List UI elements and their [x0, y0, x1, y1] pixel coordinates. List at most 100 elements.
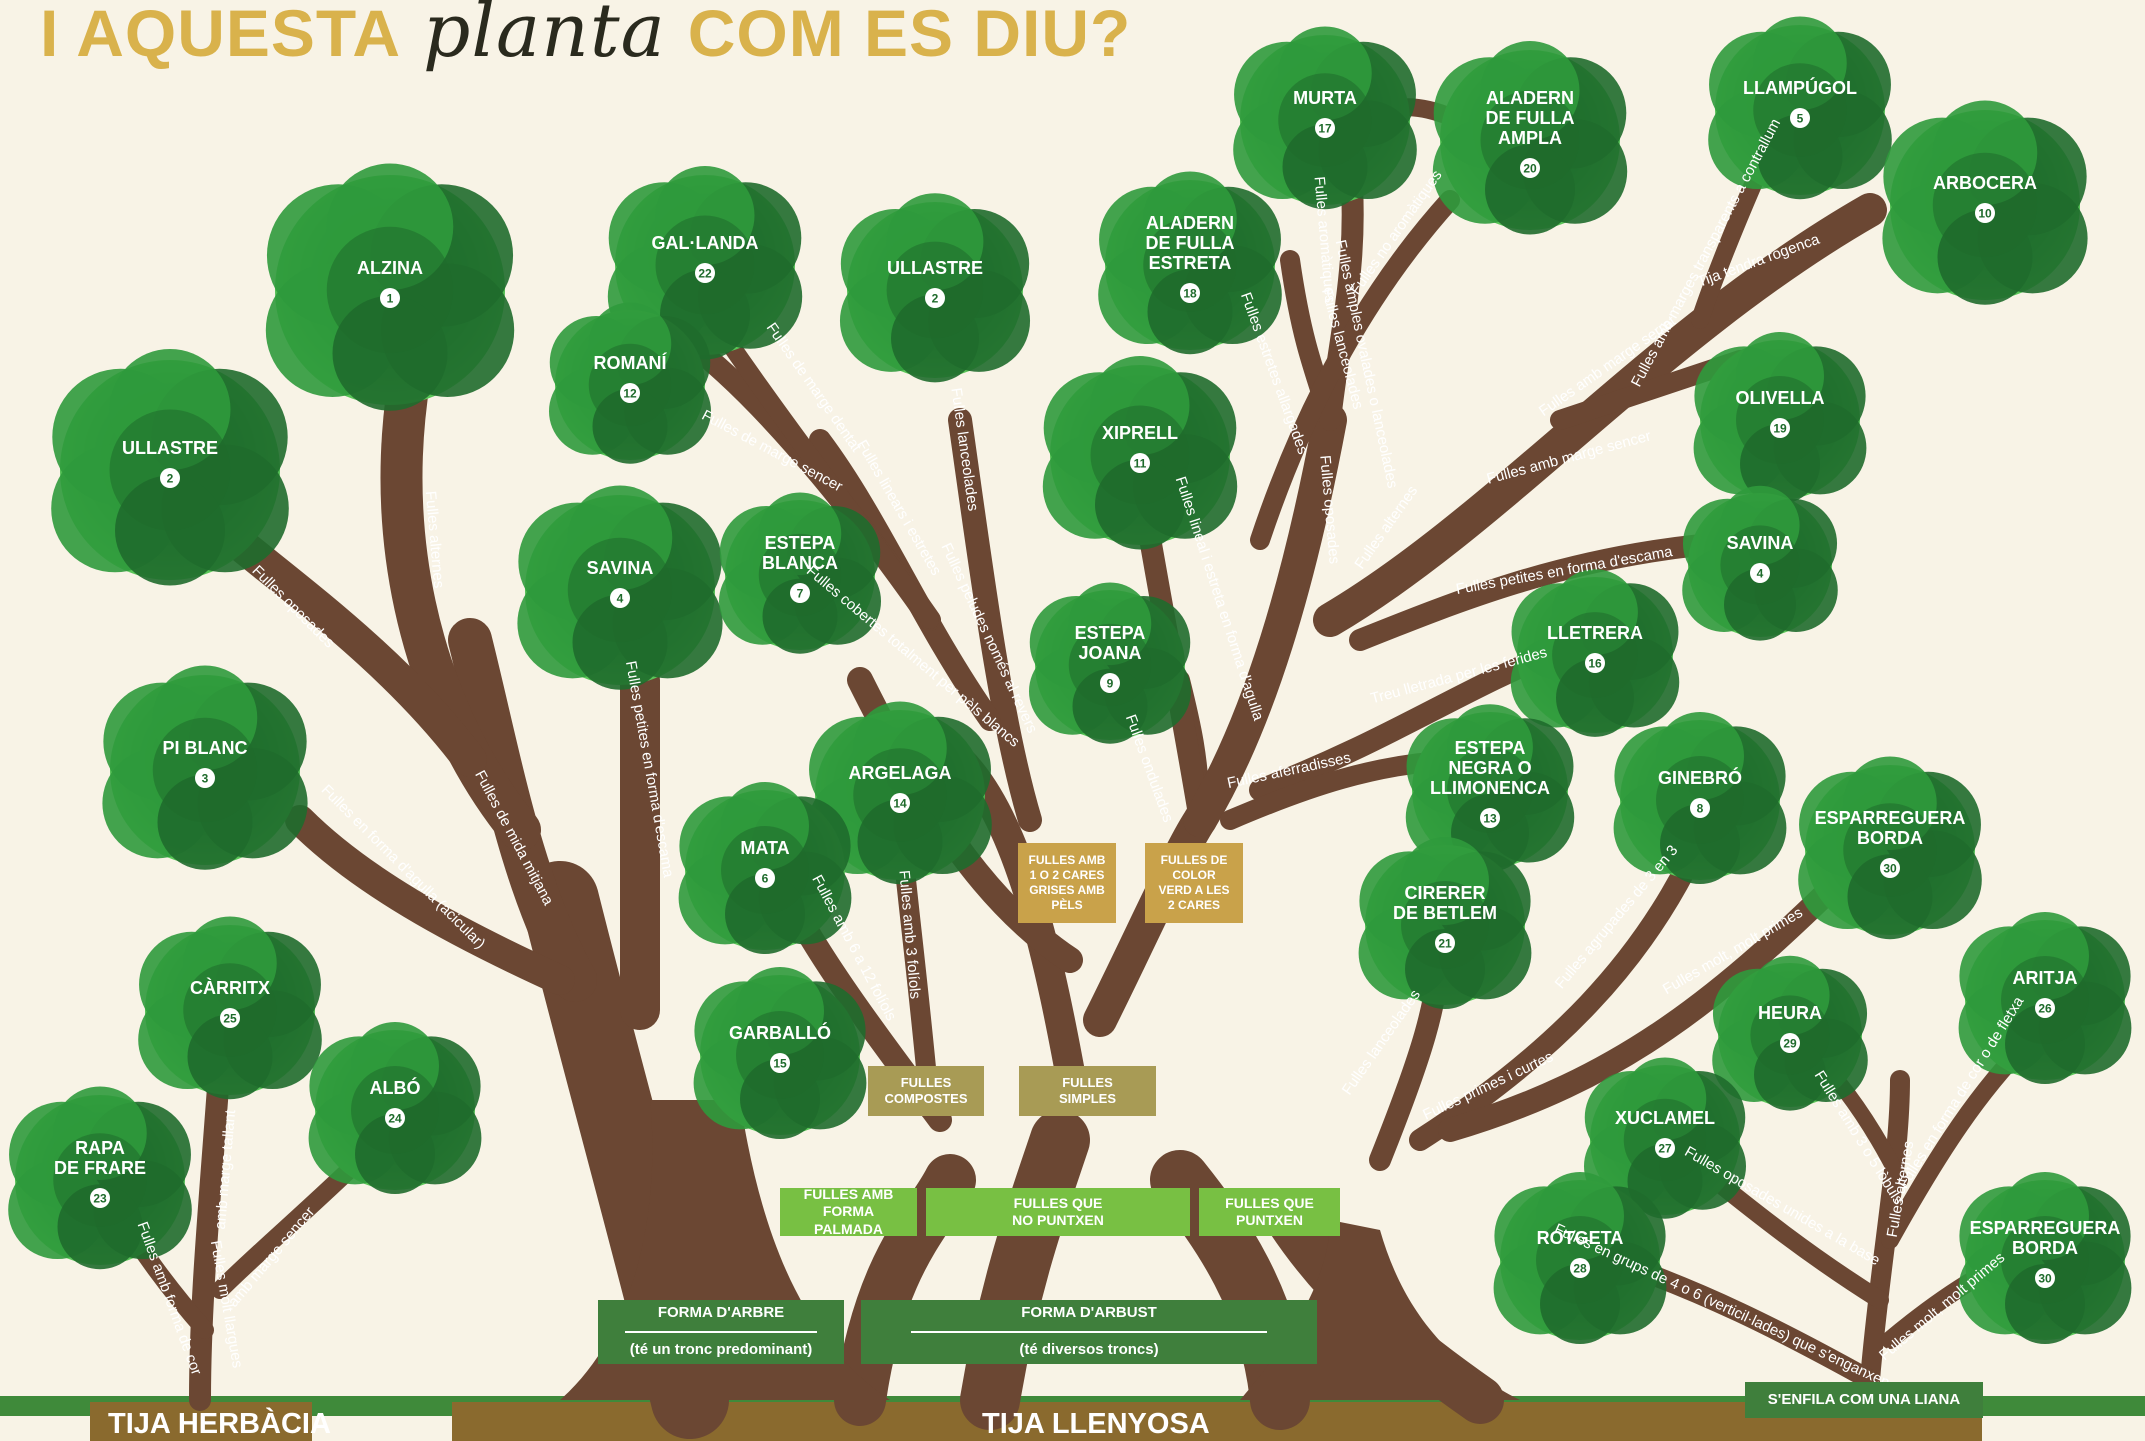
plant-name: XIPRELL [1102, 423, 1178, 443]
box-verd-2-cares: FULLES DE COLOR VERD A LES 2 CARES [1145, 843, 1243, 923]
plant-crown [517, 485, 723, 690]
plant-crown [839, 193, 1031, 383]
plant-name: DE FRARE [54, 1158, 146, 1178]
box-forma-arbre: FORMA D'ARBRE (té un tronc predominant) [598, 1300, 844, 1364]
box-forma-palmada: FULLES AMB FORMA PALMADA [780, 1186, 917, 1237]
plant-name: DE FULLA [1146, 233, 1235, 253]
plant-name: HEURA [1758, 1003, 1822, 1023]
plant-number-badge [620, 383, 640, 403]
plant-number-badge [1480, 808, 1500, 828]
box-simples: FULLES SIMPLES [1019, 1066, 1156, 1116]
plant-number-badge [755, 868, 775, 888]
plant-crown [265, 163, 515, 411]
box-liana: S'ENFILA COM UNA LIANA [1745, 1382, 1983, 1418]
plant-number-badge [610, 588, 630, 608]
plant-label: ROTGETA 28 [1537, 1228, 1624, 1278]
plant-number: 16 [1588, 657, 1602, 671]
plant-name: BORDA [1857, 828, 1923, 848]
plant-name: SAVINA [1727, 533, 1794, 553]
plant-number-badge [925, 288, 945, 308]
branch [1183, 403, 1347, 837]
plant-crown [1029, 582, 1191, 744]
plant-crown [1405, 704, 1575, 872]
plant-number: 28 [1573, 1262, 1587, 1276]
box-cares-grises: FULLES AMB 1 o 2 CARES GRISES AMB PÈLS [1018, 843, 1116, 923]
plant-name: ESTEPA [1075, 623, 1146, 643]
plant-number: 30 [2038, 1272, 2052, 1286]
foliage-shadow [1401, 881, 1489, 969]
plant-number-badge [1770, 418, 1790, 438]
plant-name: JOANA [1078, 643, 1141, 663]
box-no-puntxen: FULLES QUE NO PUNTXEN [926, 1188, 1190, 1236]
plant-name: LLAMPÚGOL [1743, 77, 1857, 98]
plant-number: 17 [1318, 122, 1332, 136]
plant-crown [1708, 16, 1892, 200]
plant-number: 23 [93, 1192, 107, 1206]
branch [189, 1049, 231, 1411]
plant-name: ALADERN [1486, 88, 1574, 108]
plant-crown [1042, 356, 1238, 550]
plant-name: ARBOCERA [1933, 173, 2037, 193]
plant-number: 3 [202, 772, 209, 786]
plant-crown [1882, 100, 2088, 305]
plant-name: BORDA [2012, 1238, 2078, 1258]
box-forma-arbre-sub: (té un tronc predominant) [629, 1341, 813, 1358]
plant-number: 27 [1658, 1142, 1672, 1156]
plant-name: SAVINA [587, 558, 654, 578]
box-forma-arbre-title: FORMA D'ARBRE [657, 1304, 785, 1322]
plant-number-badge [1975, 203, 1995, 223]
foliage-shadow [1068, 623, 1152, 707]
foliage-shadow [1480, 90, 1580, 190]
plant-crown [1432, 41, 1628, 235]
foliage-shadow [758, 533, 842, 617]
plant-number: 18 [1183, 287, 1197, 301]
plant-name: ESPARREGUERA [1815, 808, 1966, 828]
plant-name: GARBALLÓ [729, 1022, 831, 1043]
plant-name: ROTGETA [1537, 1228, 1624, 1248]
box-compostes: FULLES COMPOSTES [868, 1066, 984, 1116]
branch [1409, 849, 1701, 1151]
plant-number-badge [1750, 563, 1770, 583]
plant-name: ESPARREGUERA [1970, 1218, 2121, 1238]
box-forma-arbust: FORMA D'ARBUST (té diversos troncs) [861, 1300, 1317, 1364]
plant-label: ARGELAGA 14 [849, 763, 952, 813]
plant-number-badge [1880, 858, 1900, 878]
plant-crown [308, 1022, 482, 1194]
plant-number-badge [1780, 1033, 1800, 1053]
plant-label: GARBALLÓ 15 [729, 1022, 831, 1073]
plant-number: 20 [1523, 162, 1537, 176]
plant-number-badge [2035, 998, 2055, 1018]
plant-name: RAPA [75, 1138, 125, 1158]
plant-crown [102, 665, 308, 870]
plant-number-badge [380, 288, 400, 308]
plant-crown [138, 916, 322, 1100]
crowns [8, 16, 2132, 1344]
plant-name: ALADERN [1146, 213, 1234, 233]
plant-number-badge [1790, 108, 1810, 128]
plant-crown [51, 349, 289, 586]
plant-name: BLANCA [762, 553, 838, 573]
tija-llenyosa-label: TIJA LLENYOSA [982, 1408, 1210, 1440]
plant-name: AMPLA [1498, 128, 1562, 148]
title-part-2: COM ES DIU? [687, 0, 1132, 70]
plant-name: ARGELAGA [849, 763, 952, 783]
branch-label: amb marge sencer [225, 1204, 318, 1311]
plant-name: LLETRERA [1547, 623, 1643, 643]
plant-number: 7 [797, 587, 804, 601]
plant-crown [1693, 332, 1867, 504]
plant-number: 15 [773, 1057, 787, 1071]
plant-number: 14 [893, 797, 907, 811]
plant-name: PI BLANC [163, 738, 248, 758]
plant-crown [1233, 26, 1417, 210]
